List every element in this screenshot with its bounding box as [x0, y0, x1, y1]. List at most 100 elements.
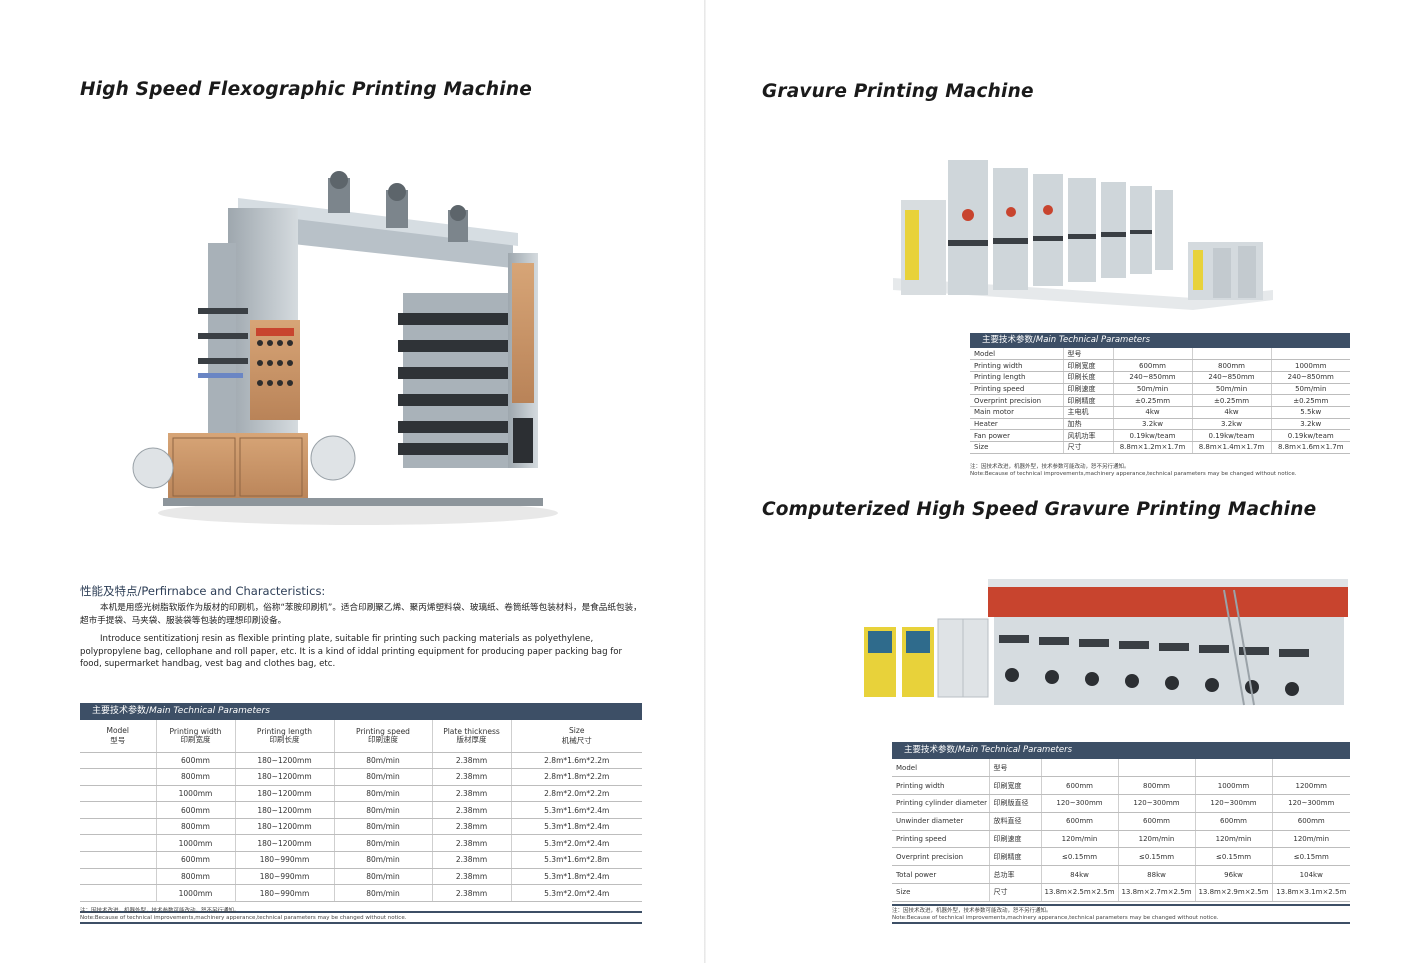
flexo-note-en: Note:Because of technical improvements,m… [80, 915, 407, 921]
gravure-table-cell: 印刷精度 [1063, 394, 1114, 407]
computerized-table-cell: 120m/min [1272, 830, 1350, 849]
computerized-table-cell: 120m/min [1195, 830, 1273, 849]
characteristics-cn: 本机是用感光树脂软版作为版材的印刷机，俗称“苯胺印刷机”。适合印刷聚乙烯、聚丙烯… [80, 602, 645, 627]
flexo-table-cell: 1000mm [156, 884, 236, 902]
flexo-table-cell: 80m/min [334, 785, 433, 803]
gravure-table-cell: 印刷宽度 [1063, 359, 1114, 372]
gravure-table-cell: 50m/min [1113, 383, 1193, 396]
flexo-table-cell: 80m/min [334, 801, 433, 819]
gravure-table-cell: Model [970, 348, 1064, 361]
flexo-title: High Speed Flexographic Printing Machine [80, 79, 532, 100]
gravure-table-cell: 240~850mm [1271, 371, 1350, 384]
computerized-table-cell: 13.8m×2.9m×2.5m [1195, 883, 1273, 902]
flexo-table-cell [80, 768, 157, 786]
gravure-table-cell: 风机功率 [1063, 429, 1114, 442]
flexo-table-cell [80, 834, 157, 853]
flexo-table-cell: 2.38mm [432, 768, 512, 786]
flexo-table-cell: 2.8m*1.6m*2.2m [511, 752, 642, 770]
computerized-table-cell: 120~300mm [1272, 794, 1350, 813]
flexo-table-cell [80, 868, 157, 886]
computerized-table-cell: 96kw [1195, 865, 1273, 885]
gravure-table-cell: 8.8m×1.4m×1.7m [1192, 441, 1272, 454]
flexo-table-cell: 2.38mm [432, 801, 512, 819]
flexo-table-cell: 80m/min [334, 752, 433, 770]
gravure-note-en: Note:Because of technical improvements,m… [970, 471, 1297, 477]
gravure-table-cell [1271, 348, 1350, 361]
flexo-table-cell: 600mm [156, 801, 236, 819]
gravure-table-cell: Printing width [970, 359, 1064, 372]
gravure-note: 注：因技术改进，机器外型，技术参数可能改动，恕不另行通知。 Note:Becau… [970, 464, 1296, 478]
flexo-table-cell [80, 785, 157, 803]
computerized-table-cell [1272, 759, 1350, 778]
gravure-table-cell: 主电机 [1063, 406, 1114, 419]
computerized-note-en: Note:Because of technical improvements,m… [892, 915, 1219, 921]
computerized-table-cell: 84kw [1041, 865, 1119, 885]
computerized-table-cell: ≤0.15mm [1118, 847, 1196, 867]
flexo-table-cell: 2.38mm [432, 868, 512, 886]
gravure-table-cell: Printing length [970, 371, 1064, 384]
flexo-table-cell: 80m/min [334, 851, 433, 869]
computerized-table-cell: Unwinder diameter [892, 812, 990, 831]
flexo-table-cell: 80m/min [334, 834, 433, 853]
flexo-table-cell: 180~1200mm [235, 752, 335, 770]
computerized-table-cell: 型号 [989, 759, 1042, 778]
flexo-table-cell: 800mm [156, 818, 236, 836]
computerized-table-cell: 600mm [1195, 812, 1273, 831]
computerized-table-cell: 120~300mm [1118, 794, 1196, 813]
gravure-table-cell: 50m/min [1271, 383, 1350, 396]
computerized-bottom-rule [892, 922, 1350, 924]
gravure-table-cell: 4kw [1113, 406, 1193, 419]
computerized-table-cell: 13.8m×2.5m×2.5m [1041, 883, 1119, 902]
gravure-table-cell: 5.5kw [1271, 406, 1350, 419]
flexo-note-cn: 注：因技术改进，机器外型，技术参数可能改动，恕不另行通知。 [80, 908, 240, 914]
flexo-table-cell: 800mm [156, 768, 236, 786]
computerized-table-cell: 600mm [1118, 812, 1196, 831]
computerized-table-header: 主要技术参数/Main Technical Parameters [892, 742, 1350, 759]
flexo-table-cell: 2.38mm [432, 834, 512, 853]
gravure-table-cell: Fan power [970, 429, 1064, 442]
computerized-table-cell: 印刷版直径 [989, 794, 1042, 813]
gravure-table-cell: 型号 [1063, 348, 1114, 361]
flexo-table-cell: 2.38mm [432, 752, 512, 770]
flexo-table-cell: 1000mm [156, 834, 236, 853]
gravure-machine-image [893, 150, 1273, 312]
gravure-table-cell: 印刷长度 [1063, 371, 1114, 384]
computerized-table-rule [892, 903, 1350, 906]
gravure-table-cell: 800mm [1192, 359, 1272, 372]
gravure-table-cell: 4kw [1192, 406, 1272, 419]
flexo-table-cell: 800mm [156, 868, 236, 886]
flexo-bottom-rule [80, 922, 642, 924]
computerized-table-cell: 13.8m×2.7m×2.5m [1118, 883, 1196, 902]
flexo-table-cell: 5.3m*1.6m*2.4m [511, 801, 642, 819]
computerized-table-title-en: Main Technical Parameters [957, 745, 1073, 755]
computerized-table-cell: 尺寸 [989, 883, 1042, 902]
flexo-table-cell: 2.8m*2.0m*2.2m [511, 785, 642, 803]
computerized-table-cell: 88kw [1118, 865, 1196, 885]
computerized-table-cell: 1000mm [1195, 776, 1273, 796]
computerized-table-cell: Printing width [892, 776, 990, 796]
gravure-table-cell: 1000mm [1271, 359, 1350, 372]
flexo-table-cell: 600mm [156, 851, 236, 869]
computerized-table-cell: 104kw [1272, 865, 1350, 885]
flexo-table-cell [80, 818, 157, 836]
flexo-table-cell: 80m/min [334, 884, 433, 902]
computerized-table-cell [1195, 759, 1273, 778]
gravure-table-cell: 0.19kw/team [1192, 429, 1272, 442]
gravure-table-cell: Overprint precision [970, 394, 1064, 407]
computerized-table-cell: 13.8m×3.1m×2.5m [1272, 883, 1350, 902]
computerized-table-cell: ≤0.15mm [1272, 847, 1350, 867]
